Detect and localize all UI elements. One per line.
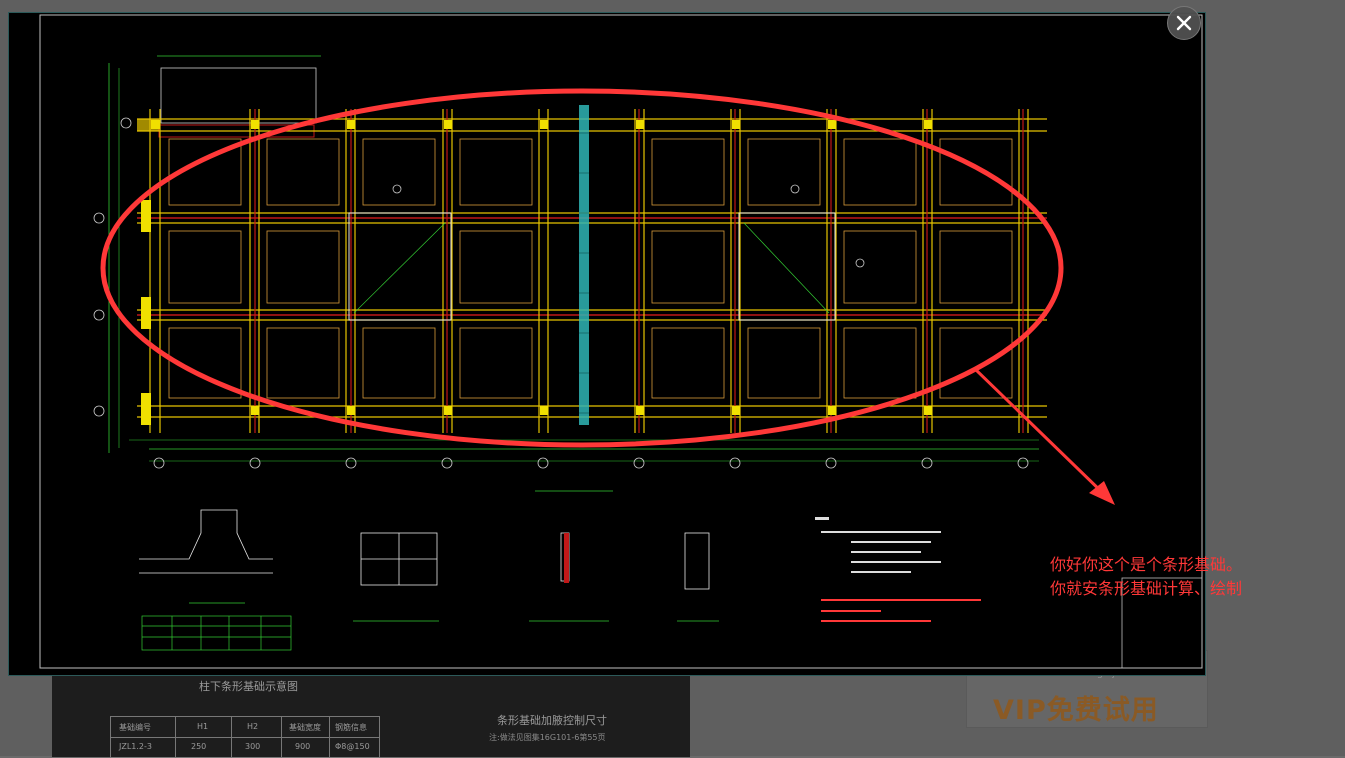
table-cell: 250 — [191, 742, 207, 751]
table-cell: 300 — [245, 742, 261, 751]
table-header: H2 — [247, 722, 259, 731]
background-drawing-title: 条形基础加腋控制尺寸 — [497, 714, 607, 727]
background-drawing — [52, 672, 690, 757]
close-button[interactable] — [1167, 6, 1201, 40]
table-header: 基础编号 — [119, 723, 151, 732]
table-header: 基础宽度 — [289, 723, 321, 732]
annotation-text: 你好你这个是个条形基础。 你就安条形基础计算、绘制 — [1050, 553, 1242, 601]
image-lightbox: 你好你这个是个条形基础。 你就安条形基础计算、绘制 — [8, 12, 1242, 676]
table-header: H1 — [197, 722, 209, 731]
annotation-line: 你好你这个是个条形基础。 — [1050, 555, 1243, 574]
table-cell: JZL1.2-3 — [119, 742, 152, 751]
background-drawing-title: 柱下条形基础示意图 — [199, 680, 298, 693]
table-cell: Φ8@150 — [335, 742, 370, 751]
background-drawing-subtitle: 注:做法见图集16G101-6第55页 — [489, 733, 606, 742]
close-icon — [1176, 15, 1192, 31]
annotation-line: 你就安条形基础计算、绘制 — [1050, 579, 1243, 598]
ad-text: VIP免费试用 — [993, 695, 1159, 726]
background-table: 基础编号 H1 H2 基础宽度 钢筋信息 JZL1.2-3 250 300 90… — [110, 716, 380, 758]
cad-drawing-image — [39, 14, 1203, 669]
table-header: 钢筋信息 — [335, 723, 367, 732]
table-cell: 900 — [295, 742, 311, 751]
